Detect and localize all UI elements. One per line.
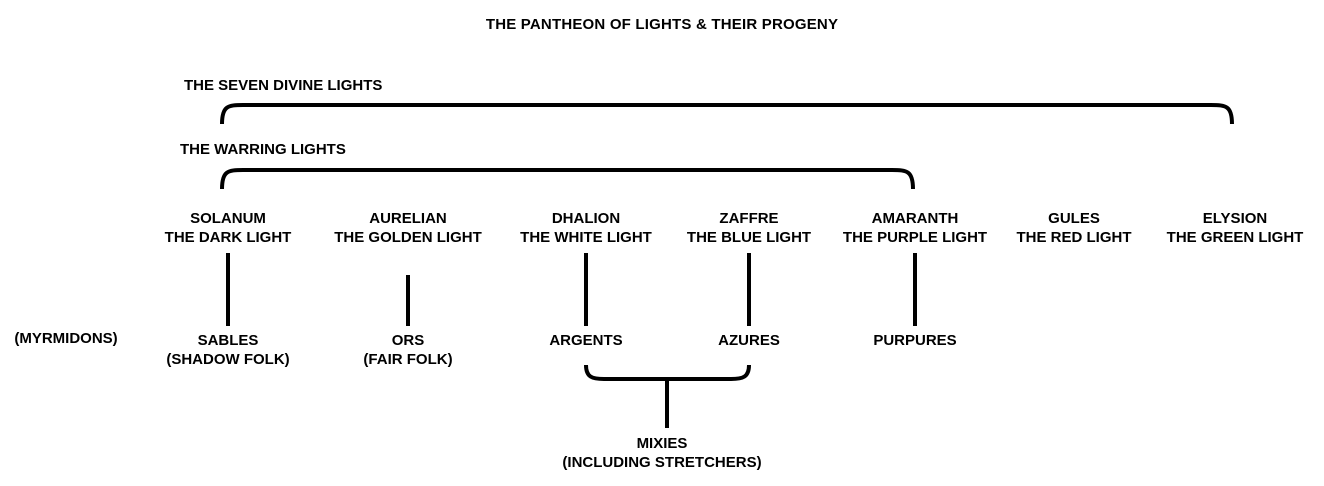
progeny-ors: ORS (FAIR FOLK) <box>328 331 488 369</box>
deity-name: DHALION <box>551 210 621 227</box>
row-label-myrmidons: (MYRMIDONS) <box>14 330 118 347</box>
deity-name: ZAFFRE <box>719 210 779 227</box>
progeny-name: ARGENTS <box>549 332 623 349</box>
deity-dhalion: DHALION THE WHITE LIGHT <box>506 209 666 247</box>
group-label-seven-divine-lights: THE SEVEN DIVINE LIGHTS <box>184 77 383 94</box>
deity-epithet: THE WHITE LIGHT <box>520 229 652 246</box>
progeny-azures: AZURES <box>669 331 829 350</box>
progeny-sables: SABLES (SHADOW FOLK) <box>148 331 308 369</box>
deity-zaffre: ZAFFRE THE BLUE LIGHT <box>669 209 829 247</box>
deity-epithet: THE BLUE LIGHT <box>686 229 812 246</box>
deity-aurelian: AURELIAN THE GOLDEN LIGHT <box>328 209 488 247</box>
deity-epithet: THE PURPLE LIGHT <box>842 229 988 246</box>
progeny-sub: (SHADOW FOLK) <box>166 351 290 368</box>
deity-solanum: SOLANUM THE DARK LIGHT <box>148 209 308 247</box>
hybrid-mixies: MIXIES (INCLUDING STRETCHERS) <box>0 434 1324 472</box>
hybrid-name: MIXIES <box>636 435 688 452</box>
deity-epithet: THE GOLDEN LIGHT <box>334 229 482 246</box>
deity-amaranth: AMARANTH THE PURPLE LIGHT <box>833 209 997 247</box>
progeny-name: SABLES <box>197 332 259 349</box>
progeny-name: ORS <box>391 332 425 349</box>
deity-gules: GULES THE RED LIGHT <box>996 209 1152 247</box>
deity-name: SOLANUM <box>190 210 266 227</box>
bracket-warring-lights <box>220 168 915 190</box>
deity-elysion: ELYSION THE GREEN LIGHT <box>1156 209 1314 247</box>
progeny-purpures: PURPURES <box>835 331 995 350</box>
progeny-sub: (FAIR FOLK) <box>363 351 453 368</box>
hybrid-sub: (INCLUDING STRETCHERS) <box>562 454 762 471</box>
deity-epithet: THE DARK LIGHT <box>164 229 292 246</box>
progeny-name: PURPURES <box>873 332 957 349</box>
deity-epithet: THE RED LIGHT <box>1016 229 1132 246</box>
deity-name: ELYSION <box>1202 210 1268 227</box>
deity-name: GULES <box>1048 210 1100 227</box>
deity-name: AMARANTH <box>871 210 959 227</box>
group-label-warring-lights: THE WARRING LIGHTS <box>180 141 346 158</box>
progeny-name: AZURES <box>718 332 780 349</box>
deity-name: AURELIAN <box>369 210 447 227</box>
page-title: THE PANTHEON OF LIGHTS & THEIR PROGENY <box>485 16 839 33</box>
bracket-seven-divine-lights <box>220 103 1234 125</box>
deity-epithet: THE GREEN LIGHT <box>1166 229 1304 246</box>
bracket-mixies <box>584 364 751 381</box>
progeny-argents: ARGENTS <box>506 331 666 350</box>
